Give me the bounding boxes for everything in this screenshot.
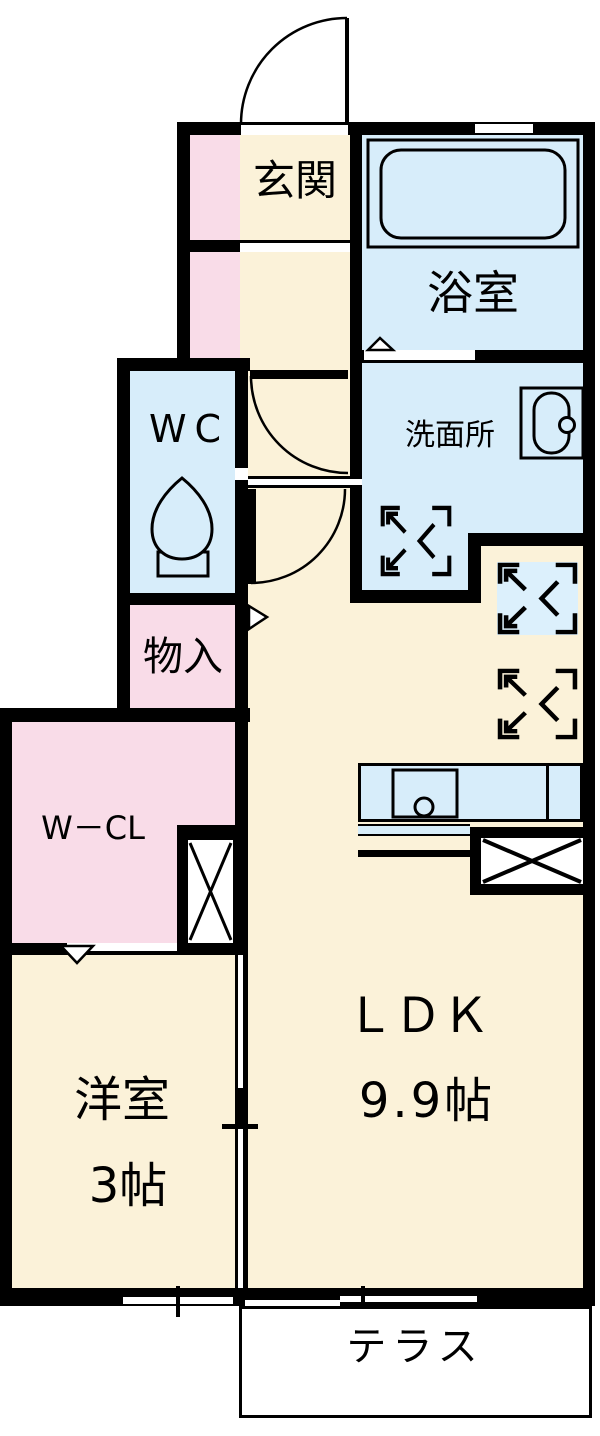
fridge-cross xyxy=(482,838,582,884)
appliance-space-upper xyxy=(500,565,575,632)
ldk-window-right xyxy=(340,1296,477,1302)
wall-wcl-notch-top xyxy=(177,825,248,840)
entrance-door-opening xyxy=(241,125,348,135)
bathroom-door-triangle xyxy=(364,336,397,352)
wall-pipespace-left xyxy=(177,840,188,955)
label-western-room-size: 3帖 xyxy=(88,1158,168,1214)
partition-line-right xyxy=(243,955,248,1288)
partition-tick xyxy=(222,1124,258,1129)
wall-washroom-connector xyxy=(468,533,481,603)
wall-genkan-step xyxy=(177,240,240,252)
label-genkan: 玄関 xyxy=(252,156,338,205)
wall-wc-left xyxy=(117,358,130,722)
label-wc: WC xyxy=(148,407,230,451)
pipespace-cross xyxy=(188,842,233,941)
fridge-box-top xyxy=(470,827,583,838)
bathtub xyxy=(366,138,580,249)
label-terrace: テラス xyxy=(346,1324,484,1370)
kitchen-counter-divider xyxy=(546,763,549,822)
hall-door-lower xyxy=(247,488,347,585)
washbasin xyxy=(519,386,585,460)
ldk-window-left xyxy=(245,1300,340,1306)
western-window-tick xyxy=(176,1286,180,1317)
toilet xyxy=(150,476,214,578)
label-ldk: ＬＤＫ xyxy=(345,988,491,1044)
label-storage: 物入 xyxy=(143,634,223,680)
hall-door-upper xyxy=(249,370,349,475)
wcl-opening xyxy=(67,943,177,951)
label-bathroom: 浴室 xyxy=(427,266,519,320)
partition-overlap xyxy=(238,1088,243,1126)
genkan-step-line xyxy=(240,240,350,243)
hall-threshold-line-top xyxy=(248,476,362,479)
wall-wc-top xyxy=(117,358,250,371)
wcl-door-triangle xyxy=(58,944,96,965)
kitchen-front-line xyxy=(358,850,470,857)
wall-right xyxy=(583,122,595,1306)
label-ldk-size: 9.9帖 xyxy=(358,1073,496,1129)
terrace-area xyxy=(239,1306,592,1418)
room-ldk xyxy=(248,603,583,1288)
wc-wall-gap xyxy=(235,468,248,480)
genkan-step-gap xyxy=(240,243,350,252)
wall-wcl-top xyxy=(0,708,250,722)
shoe-cabinet-upper xyxy=(190,135,240,240)
room-storage xyxy=(130,605,235,708)
label-walk-in-closet: W－CL xyxy=(41,809,145,847)
room-bathroom xyxy=(362,135,583,350)
kitchen-counter-edge xyxy=(358,824,470,836)
wall-washroom-bottom-right xyxy=(468,533,595,546)
bathroom-window xyxy=(475,124,533,133)
room-western xyxy=(12,955,235,1288)
wall-washroom-bottom-left xyxy=(350,590,481,603)
appliance-space-lower xyxy=(500,671,575,737)
hall-threshold-line-bottom xyxy=(248,485,362,488)
storage-door-triangle xyxy=(247,603,270,632)
partition-line-left xyxy=(235,955,238,1288)
wall-wc-right xyxy=(235,358,248,722)
fridge-box-left xyxy=(470,827,481,895)
washing-machine-space xyxy=(383,508,450,574)
ldk-window-tick xyxy=(361,1286,365,1317)
fridge-box-bottom xyxy=(470,884,583,895)
entrance-door xyxy=(239,16,349,125)
label-western-room: 洋室 xyxy=(73,1072,171,1128)
wall-left-lower xyxy=(0,708,12,1306)
bathroom-door-opening xyxy=(364,350,475,360)
label-washroom: 洗面所 xyxy=(405,418,495,453)
wall-wc-bottom xyxy=(130,593,248,605)
kitchen-counter xyxy=(358,763,583,822)
shoe-cabinet-lower xyxy=(190,252,240,358)
wall-pipespace-right xyxy=(233,840,248,955)
kitchen-sink xyxy=(391,768,459,819)
wall-wcl-right xyxy=(235,722,248,840)
